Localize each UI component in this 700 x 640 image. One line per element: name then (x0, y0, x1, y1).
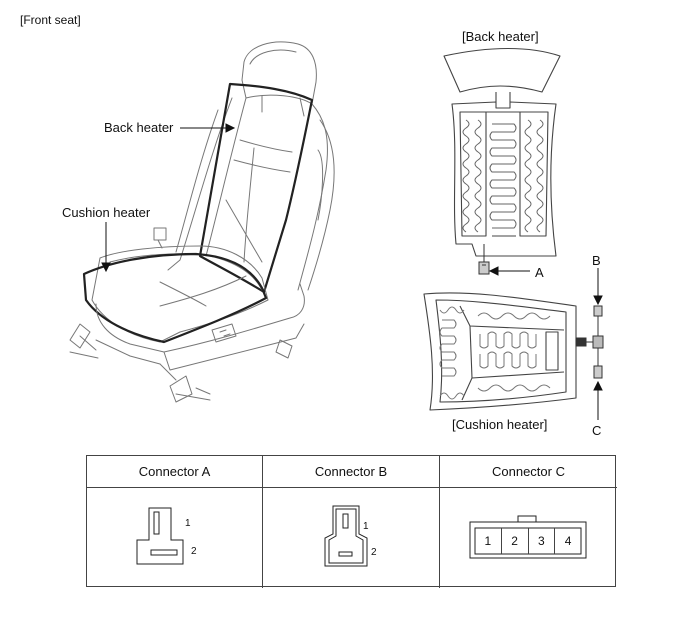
connector-table: Connector A Connector B Connector C 1 2 … (86, 455, 617, 588)
connector-c-diagram: 1 2 3 4 (440, 488, 617, 588)
connector-b-pin-1: 1 (363, 521, 369, 532)
cushion-heater-title: [Cushion heater] (452, 417, 548, 432)
connector-a-header: Connector A (87, 456, 263, 488)
back-heater-label: Back heater (104, 120, 174, 135)
marker-b: B (592, 253, 601, 268)
section-label: [Front seat] (20, 13, 81, 27)
connector-c-pin-row: 1 2 3 4 (475, 528, 581, 554)
connector-c-header: Connector C (440, 456, 617, 488)
connector-a-pin-1: 1 (185, 518, 191, 529)
marker-a: A (535, 265, 544, 280)
connector-b-pin-2: 2 (371, 547, 377, 558)
connector-b-header: Connector B (263, 456, 440, 488)
connector-c-pin-4: 4 (564, 534, 572, 548)
connector-c-pin-1: 1 (475, 528, 502, 554)
cushion-heater-label: Cushion heater (62, 205, 151, 220)
marker-c: C (592, 423, 602, 438)
connector-c-pin-2: 2 (502, 528, 529, 554)
connector-c-pin-3: 3 (529, 528, 556, 554)
connector-a-pin-2: 2 (191, 546, 197, 557)
back-heater-title: [Back heater] (462, 29, 539, 44)
connector-a-diagram: 1 2 (87, 488, 263, 588)
connector-b-diagram: 1 2 (263, 488, 440, 588)
